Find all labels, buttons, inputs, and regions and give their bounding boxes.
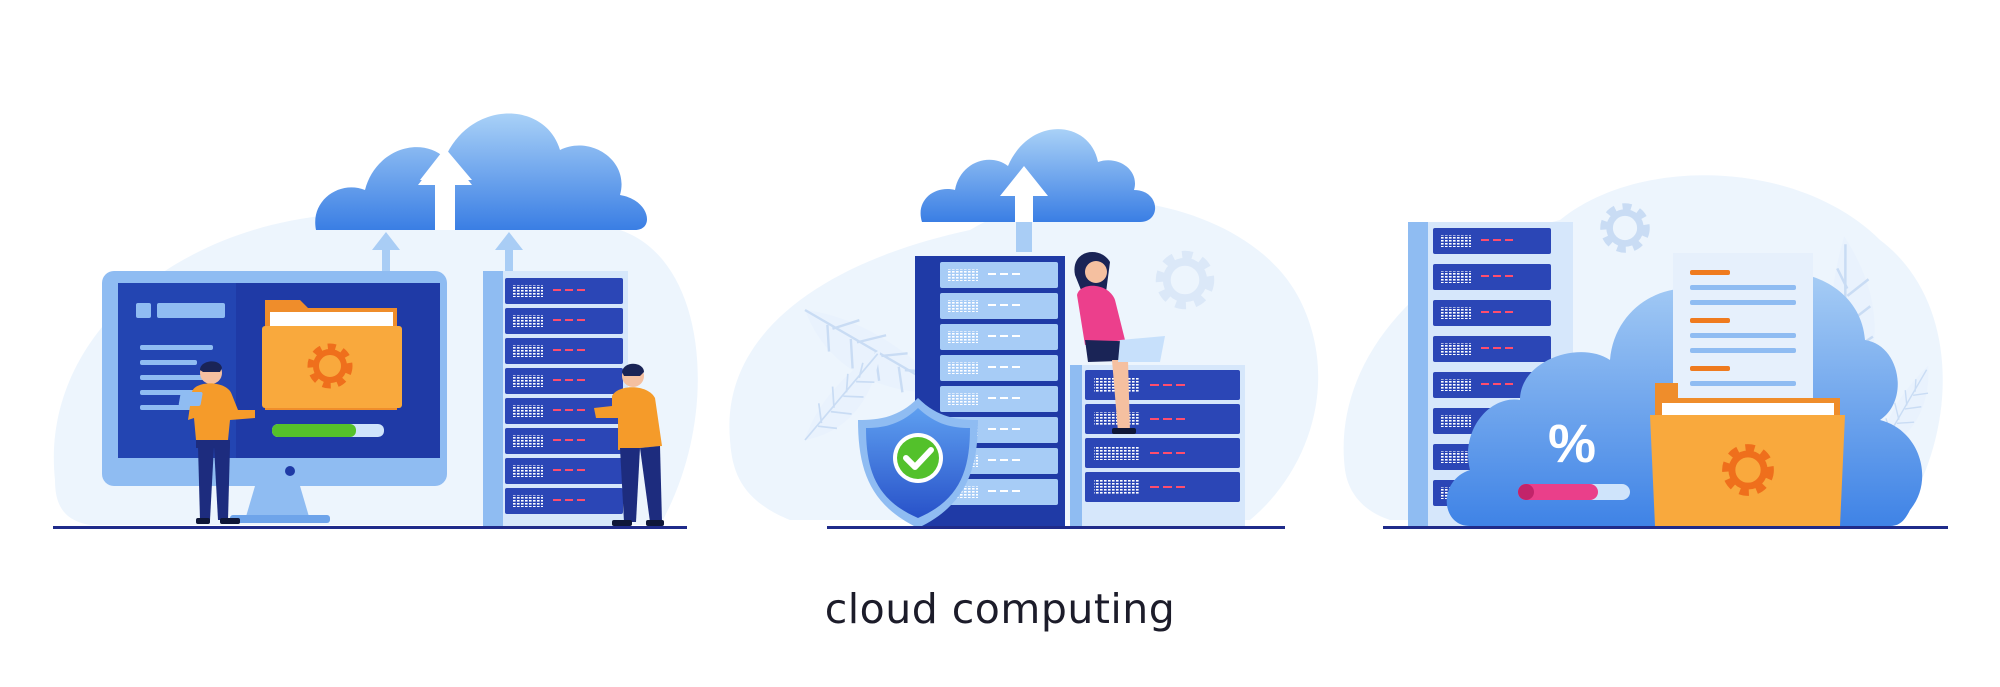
storage-progress-bar xyxy=(1518,484,1630,500)
arrow-up-icon xyxy=(372,232,523,278)
caption-title: cloud computing xyxy=(824,585,1176,633)
upload-progress-bar xyxy=(272,424,384,437)
person-icon xyxy=(178,361,255,524)
panel-cloud-storage: % xyxy=(1343,175,1954,529)
ground-line xyxy=(1383,526,1948,529)
cloud-upload-icon xyxy=(920,129,1156,252)
folder-icon xyxy=(262,300,402,410)
ground-line xyxy=(827,526,1285,529)
panel-upload-from-computer xyxy=(53,113,698,529)
document-icon xyxy=(1673,253,1813,413)
person-icon xyxy=(594,363,664,526)
percent-icon: % xyxy=(1548,414,1596,474)
folder-icon xyxy=(1650,383,1845,526)
ground-line xyxy=(53,526,687,529)
server-rack-icon xyxy=(1070,365,1245,528)
shield-check-icon xyxy=(858,398,978,528)
server-rack-icon xyxy=(483,271,628,526)
person-icon xyxy=(1074,252,1165,434)
panel-secure-servers xyxy=(729,129,1319,529)
cloud-upload-icon xyxy=(315,113,647,230)
